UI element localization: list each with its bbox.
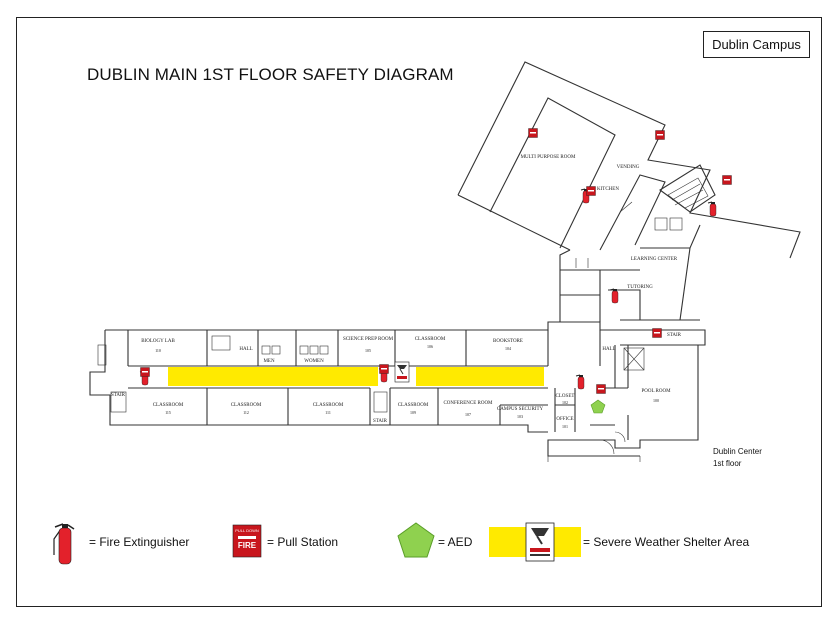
north-wing — [457, 61, 801, 322]
pull-station-icon — [722, 175, 732, 185]
legend-aed-label: = AED — [438, 535, 473, 549]
pull-station-icon — [379, 364, 389, 374]
room-campus-security: CAMPUS SECURITY — [497, 407, 544, 412]
svg-text:105: 105 — [365, 348, 371, 353]
aed-icon — [397, 522, 435, 558]
room-hall-b: HALL — [602, 347, 615, 352]
room-men: MEN — [263, 359, 275, 364]
center-label-line1: Dublin Center — [713, 447, 762, 456]
shelter-area-west — [168, 367, 378, 386]
room-biology-lab: BIOLOGY LAB — [141, 339, 175, 344]
pull-station-icon — [140, 367, 150, 377]
svg-text:115: 115 — [165, 410, 171, 415]
svg-text:111: 111 — [325, 410, 331, 415]
room-vending: VENDING — [617, 165, 640, 170]
pull-station-icon — [655, 130, 665, 140]
room-classroom-115: CLASSROOM — [153, 403, 184, 408]
plan-markers — [139, 128, 732, 414]
fire-extinguisher-icon — [609, 288, 619, 304]
room-stair-c: STAIR — [667, 333, 682, 338]
room-learning-center: LEARNING CENTER — [631, 257, 678, 262]
center-label: Dublin Center 1st floor — [713, 446, 762, 470]
room-hall-a: HALL — [239, 347, 252, 352]
aed-icon — [590, 399, 606, 414]
pull-station-word: FIRE — [238, 541, 257, 550]
center-label-line2: 1st floor — [713, 459, 742, 468]
room-conference: CONFERENCE ROOM — [443, 401, 493, 406]
fire-extinguisher-icon — [575, 374, 585, 390]
pull-station-icon — [652, 328, 662, 338]
room-office: OFFICE — [556, 417, 573, 422]
tornado-shelter-icon — [525, 522, 555, 562]
main-wing — [89, 321, 706, 457]
svg-text:103: 103 — [517, 414, 523, 419]
legend-shelter-label: = Severe Weather Shelter Area — [583, 535, 750, 549]
svg-text:110: 110 — [155, 348, 161, 353]
room-classroom-112: CLASSROOM — [231, 403, 262, 408]
page-title: DUBLIN MAIN 1ST FLOOR SAFETY DIAGRAM — [87, 65, 454, 84]
page-frame — [16, 17, 822, 607]
room-classroom-106: CLASSROOM — [415, 337, 446, 342]
room-tutoring: TUTORING — [627, 285, 653, 290]
svg-text:106: 106 — [427, 344, 433, 349]
tornado-shelter-icon — [394, 361, 410, 383]
room-science-prep: SCIENCE PREP ROOM — [343, 337, 394, 342]
pull-station-caption: PULL DOWN — [235, 528, 259, 533]
pull-station-icon — [528, 128, 538, 138]
fire-extinguisher-icon — [707, 201, 717, 217]
room-kitchen: KITCHEN — [597, 187, 619, 192]
room-classroom-109: CLASSROOM — [398, 403, 429, 408]
pull-station-icon — [596, 384, 606, 394]
svg-text:104: 104 — [505, 346, 511, 351]
svg-text:101: 101 — [562, 424, 568, 429]
room-closet: CLOSET — [556, 394, 575, 399]
shelter-area-east — [416, 367, 544, 386]
svg-text:100: 100 — [653, 398, 659, 403]
room-women: WOMEN — [304, 359, 324, 364]
room-multipurpose: MULTI PURPOSE ROOM — [521, 155, 576, 160]
plan-details — [97, 335, 645, 462]
room-classroom-111: CLASSROOM — [313, 403, 344, 408]
room-stair-b: STAIR — [373, 419, 388, 424]
room-labels: BIOLOGY LAB 110 SCIENCE PREP ROOM 105 CL… — [111, 155, 682, 429]
svg-text:109: 109 — [410, 410, 416, 415]
campus-label: Dublin Campus — [703, 31, 810, 58]
north-wing-details — [575, 177, 709, 268]
svg-text:112: 112 — [243, 410, 249, 415]
room-pool: POOL ROOM — [641, 389, 671, 394]
room-bookstore: BOOKSTORE — [493, 339, 523, 344]
pull-station-icon — [586, 186, 596, 196]
room-stair-a: STAIR — [111, 393, 126, 398]
legend-pull-station-label: = Pull Station — [267, 535, 339, 549]
svg-text:102: 102 — [562, 400, 568, 405]
fire-extinguisher-icon — [53, 523, 75, 565]
legend-extinguisher-label: = Fire Extinguisher — [89, 535, 190, 549]
svg-text:107: 107 — [465, 412, 471, 417]
legend: PULL DOWN FIRE — [53, 522, 581, 565]
pull-station-icon: PULL DOWN FIRE — [232, 524, 262, 558]
